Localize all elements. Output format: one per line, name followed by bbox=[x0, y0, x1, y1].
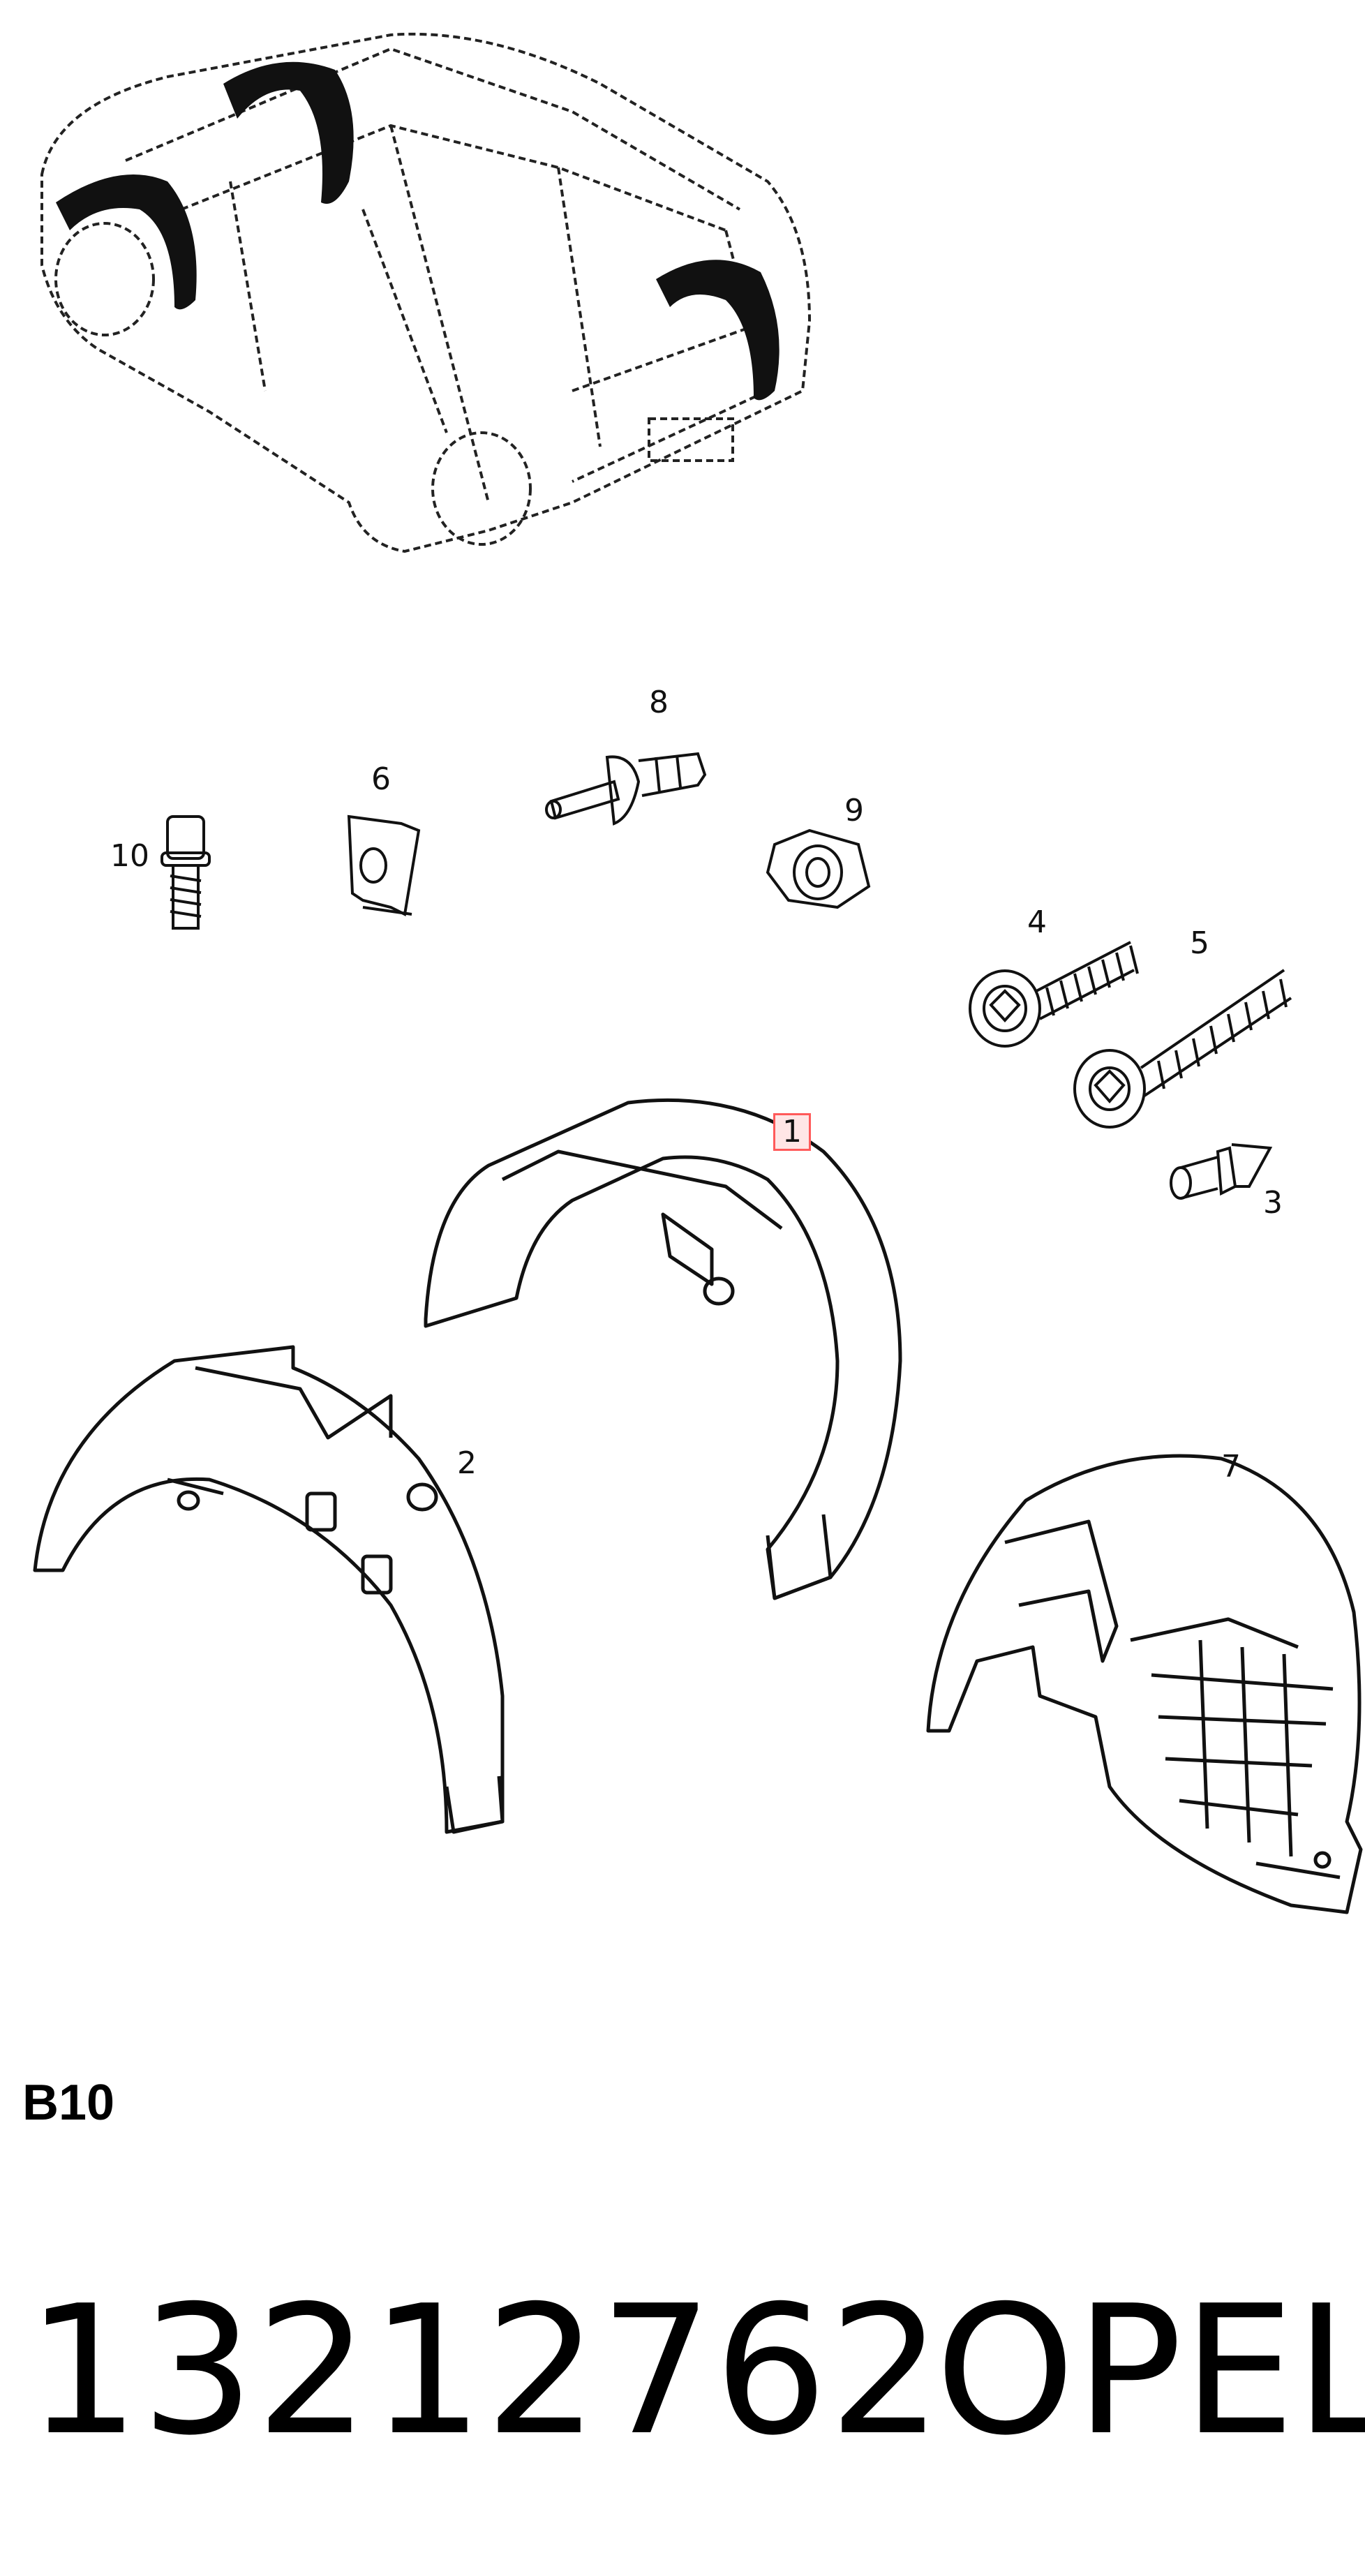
screw-short-icon bbox=[969, 941, 1139, 1048]
section-code: B10 bbox=[22, 2075, 115, 2131]
liner-part-2 bbox=[33, 1345, 505, 1834]
liner-part-7 bbox=[926, 1454, 1363, 1914]
screw-long-icon bbox=[1073, 969, 1292, 1129]
callout-2: 2 bbox=[457, 1445, 477, 1481]
clip-nut-icon bbox=[347, 814, 421, 916]
liner-part-1 bbox=[424, 1098, 902, 1600]
callout-1[interactable]: 1 bbox=[773, 1113, 811, 1151]
stud-bolt-icon bbox=[161, 815, 211, 930]
callout-3: 3 bbox=[1263, 1185, 1283, 1221]
callout-6: 6 bbox=[371, 761, 391, 797]
part-number: 13212762 bbox=[27, 2268, 943, 2475]
pin-clip-icon bbox=[1170, 1143, 1273, 1200]
callout-8: 8 bbox=[649, 685, 669, 720]
callout-5: 5 bbox=[1190, 925, 1209, 961]
push-rivet-icon bbox=[545, 752, 707, 826]
callout-7: 7 bbox=[1221, 1449, 1241, 1484]
brand-name: OPEL bbox=[935, 2268, 1365, 2475]
callout-10: 10 bbox=[110, 838, 149, 874]
callout-4: 4 bbox=[1027, 904, 1047, 940]
callout-9: 9 bbox=[844, 793, 864, 828]
flange-nut-icon bbox=[766, 828, 871, 909]
